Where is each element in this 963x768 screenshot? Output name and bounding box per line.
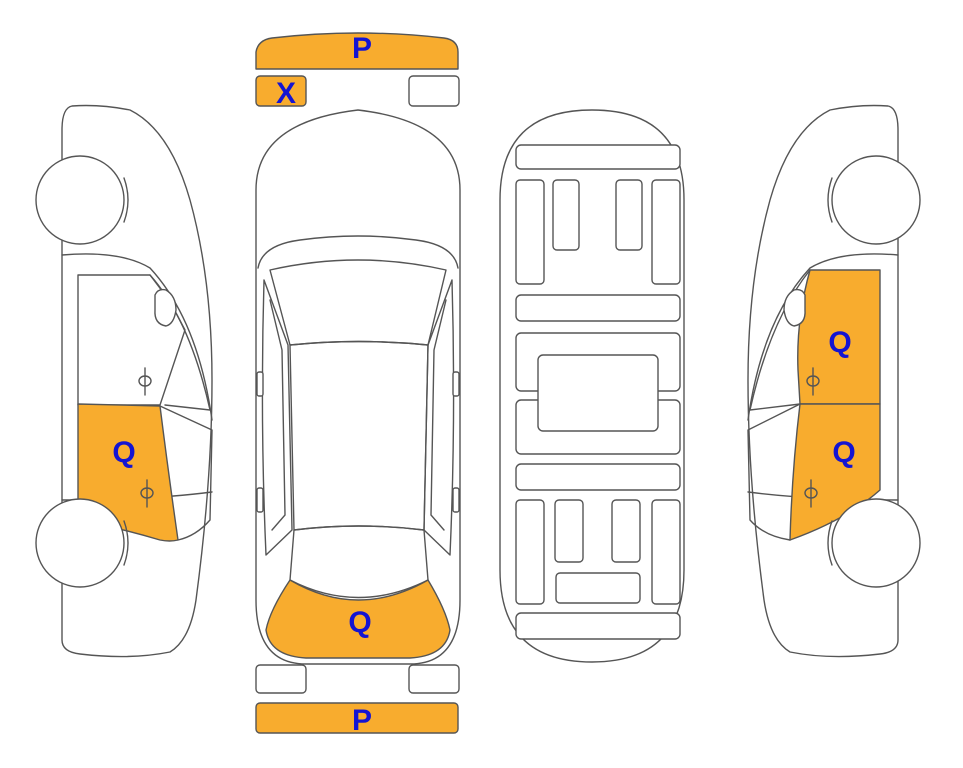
right-rear-door-mark: Q: [832, 436, 855, 469]
left-mirror: [256, 371, 264, 397]
top-view: [255, 32, 461, 734]
right-handle: [452, 487, 460, 513]
rear-deck: [289, 525, 429, 599]
right-mirror: [452, 371, 460, 397]
right-rear-wheel: [831, 498, 921, 588]
left-beltline: [61, 253, 213, 421]
right-side-glass-inner: [430, 299, 447, 531]
left-rear-door-mark: Q: [112, 436, 135, 469]
right-beltline: [747, 253, 899, 421]
rear-window-part[interactable]: [265, 579, 451, 659]
front-left-light-mark: X: [276, 77, 296, 110]
front-left-light-part[interactable]: [255, 75, 307, 107]
rear-left-light-part[interactable]: [255, 664, 307, 694]
front-right-light-part[interactable]: [408, 75, 460, 107]
right-mirror-side: [783, 288, 806, 327]
front-bumper-part[interactable]: [255, 32, 459, 70]
left-front-wheel: [35, 155, 125, 245]
rear-bumper-mark: P: [352, 704, 372, 737]
rear-window-mark: Q: [348, 606, 371, 639]
rear-bumper-part[interactable]: [255, 702, 459, 734]
left-side-glass: [261, 279, 293, 556]
left-handle: [256, 487, 264, 513]
right-side-glass: [423, 279, 455, 556]
rear-right-light-part[interactable]: [408, 664, 460, 694]
left-side-glass-inner: [269, 299, 286, 531]
left-rear-wheel: [35, 498, 125, 588]
right-side-view: [747, 104, 921, 658]
damage-labels: P X Q P Q Q Q: [112, 32, 855, 737]
left-mirror-side: [154, 288, 177, 327]
hood-line: [257, 235, 459, 269]
front-bumper-mark: P: [352, 32, 372, 65]
top-view-body: [255, 109, 461, 665]
underbody-view: [499, 109, 685, 663]
left-side-view: [35, 104, 213, 658]
right-front-door-mark: Q: [828, 326, 851, 359]
right-front-wheel: [831, 155, 921, 245]
